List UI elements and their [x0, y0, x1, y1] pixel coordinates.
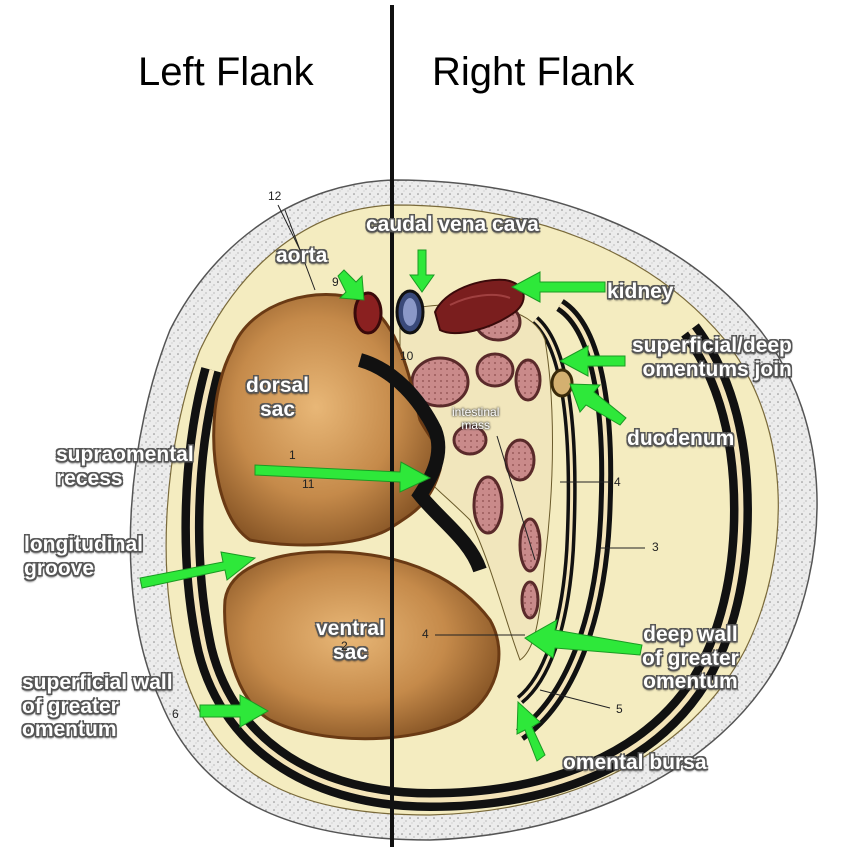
- number-3: 3: [652, 541, 659, 553]
- number-2: 2: [341, 640, 348, 652]
- label-superficial-wall-line2: of greater: [22, 695, 173, 719]
- label-caudal-vena-cava: caudal vena cava: [366, 213, 539, 237]
- label-superficial-deep: superficial/deep omentums join: [632, 334, 792, 381]
- label-deep-wall-line1: deep wall: [642, 623, 739, 647]
- number-1: 1: [289, 449, 296, 461]
- label-ventral-sac: ventral sac: [316, 617, 385, 664]
- label-superficial-deep-line1: superficial/deep: [632, 334, 792, 358]
- label-intestinal-mass: intestinal mass: [452, 406, 499, 432]
- label-superficial-deep-line2: omentums join: [632, 358, 792, 382]
- right-flank-title: Right Flank: [432, 52, 634, 92]
- label-duodenum: duodenum: [627, 427, 734, 451]
- label-omental-bursa: omental bursa: [563, 751, 707, 775]
- label-deep-wall-line3: omentum: [642, 670, 739, 694]
- label-intestinal-line2: mass: [452, 419, 499, 432]
- label-kidney: kidney: [607, 280, 674, 304]
- number-4-ventral: 4: [422, 628, 429, 640]
- number-10: 10: [400, 350, 413, 362]
- label-supraomental-line2: recess: [56, 467, 194, 491]
- number-9: 9: [332, 276, 339, 288]
- label-superficial-wall-line1: superficial wall: [22, 671, 173, 695]
- number-4-right: 4: [614, 476, 621, 488]
- label-deep-wall: deep wall of greater omentum: [642, 623, 739, 694]
- left-flank-title: Left Flank: [138, 52, 314, 92]
- number-6: 6: [172, 708, 179, 720]
- label-longitudinal-groove: longitudinal groove: [24, 533, 143, 580]
- label-deep-wall-line2: of greater: [642, 647, 739, 671]
- label-superficial-wall: superficial wall of greater omentum: [22, 671, 173, 742]
- label-aorta: aorta: [276, 244, 327, 268]
- label-dorsal-line1: dorsal: [246, 374, 309, 398]
- label-dorsal-line2: sac: [246, 398, 309, 422]
- number-5: 5: [616, 703, 623, 715]
- label-longitudinal-line1: longitudinal: [24, 533, 143, 557]
- label-ventral-line2: sac: [316, 641, 385, 665]
- number-11: 11: [302, 478, 314, 490]
- label-ventral-line1: ventral: [316, 617, 385, 641]
- label-supraomental-recess: supraomental recess: [56, 443, 194, 490]
- number-12: 12: [268, 190, 281, 202]
- label-longitudinal-line2: groove: [24, 557, 143, 581]
- duodenum-organ: [552, 370, 572, 396]
- label-supraomental-line1: supraomental: [56, 443, 194, 467]
- label-superficial-wall-line3: omentum: [22, 718, 173, 742]
- label-dorsal-sac: dorsal sac: [246, 374, 309, 421]
